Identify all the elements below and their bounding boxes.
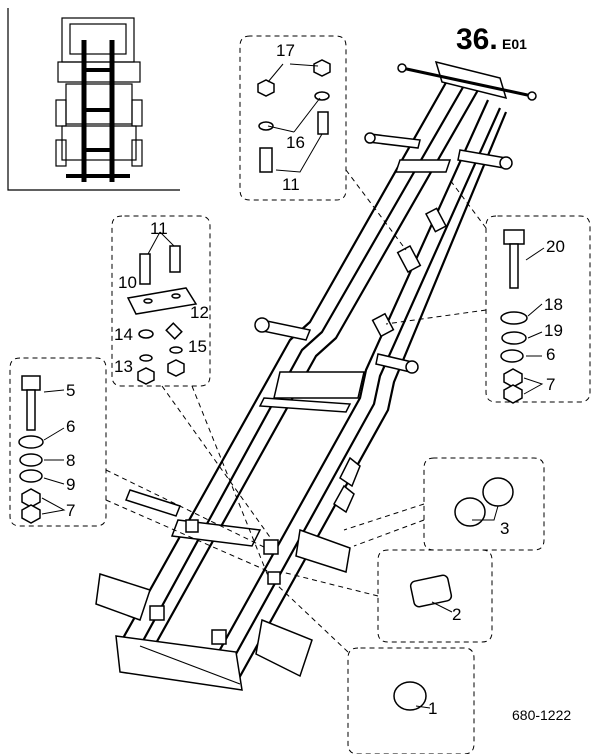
hardware-group-top: [257, 59, 331, 173]
detail-box-1: [347, 647, 475, 754]
callout-17: 17: [276, 41, 295, 60]
callout-6-right: 6: [546, 345, 555, 364]
callout-7-left: 7: [66, 501, 75, 520]
vehicle-locator-icon: [7, 8, 180, 191]
guide-lines: [105, 169, 487, 653]
chassis-frame: [95, 60, 537, 691]
hardware-group-left: [18, 375, 66, 524]
hardware-group-plate: [126, 231, 198, 385]
callout-2: 2: [452, 605, 461, 624]
hardware-group-right: [500, 229, 545, 404]
callout-12: 12: [190, 303, 209, 322]
plug-3: [454, 477, 514, 527]
callout-19: 19: [544, 321, 563, 340]
page-suffix: E01: [502, 36, 527, 52]
callout-9: 9: [66, 475, 75, 494]
detail-box-18-20: [485, 215, 591, 403]
callout-11-plate: 11: [150, 219, 168, 238]
detail-box-11-16-17: [239, 35, 347, 201]
callout-13: 13: [114, 357, 133, 376]
callout-18: 18: [544, 295, 563, 314]
plug-2: [409, 574, 453, 613]
callout-5: 5: [66, 381, 75, 400]
detail-box-2: [377, 549, 493, 643]
callout-8: 8: [66, 451, 75, 470]
callout-11-top: 11: [282, 175, 300, 194]
callout-14: 14: [114, 325, 133, 344]
callout-16: 16: [286, 133, 305, 152]
callout-6-left: 6: [66, 417, 75, 436]
callout-20: 20: [546, 237, 565, 256]
callout-3: 3: [500, 519, 509, 538]
callout-10: 10: [118, 273, 137, 292]
callout-7-right: 7: [546, 375, 555, 394]
callout-1: 1: [428, 699, 437, 718]
callout-15: 15: [188, 337, 207, 356]
page-number: 36.: [456, 23, 498, 56]
detail-box-3: [423, 457, 545, 551]
detail-box-5-9: [9, 357, 107, 527]
plug-1: [393, 681, 431, 711]
detail-box-10-15: [111, 215, 211, 387]
figure-id: 680-1222: [512, 707, 571, 723]
